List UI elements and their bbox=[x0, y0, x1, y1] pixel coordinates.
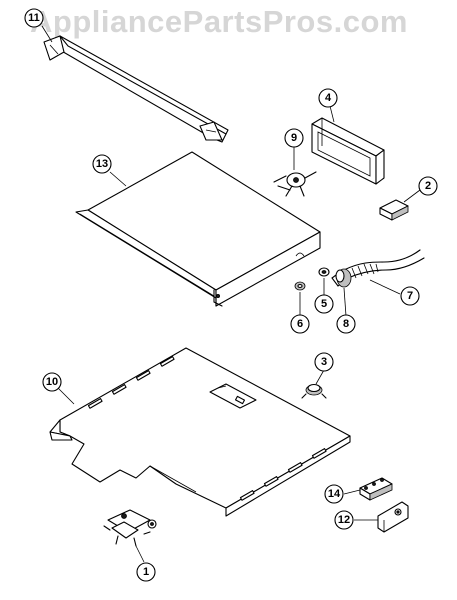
watermark-text: AppliancePartsPros.com bbox=[30, 4, 408, 39]
leader-lines bbox=[41, 25, 421, 563]
part-3-thermostat[interactable] bbox=[301, 383, 327, 399]
callout-10: 10 bbox=[42, 372, 62, 392]
part-2-clip[interactable] bbox=[379, 199, 409, 221]
svg-text:11: 11 bbox=[28, 12, 40, 24]
svg-text:12: 12 bbox=[338, 514, 350, 526]
callout-5: 5 bbox=[314, 294, 334, 314]
callout-13: 13 bbox=[92, 154, 112, 174]
svg-text:5: 5 bbox=[321, 298, 327, 310]
part-4-bezel-frame[interactable] bbox=[311, 117, 385, 185]
callout-6: 6 bbox=[290, 314, 310, 334]
callout-11: 11 bbox=[24, 8, 44, 28]
callout-3: 3 bbox=[314, 352, 334, 372]
svg-text:3: 3 bbox=[321, 356, 327, 368]
callout-14: 14 bbox=[324, 484, 344, 504]
svg-text:6: 6 bbox=[297, 318, 303, 330]
vent-slots-right bbox=[239, 448, 327, 501]
callout-1: 1 bbox=[136, 562, 156, 582]
callout-7: 7 bbox=[400, 286, 420, 306]
svg-text:8: 8 bbox=[343, 318, 349, 330]
part-5-nut[interactable] bbox=[318, 267, 330, 277]
part-12-mounting-bracket[interactable] bbox=[377, 501, 409, 533]
svg-text:10: 10 bbox=[46, 376, 58, 388]
svg-text:7: 7 bbox=[407, 290, 413, 302]
svg-text:9: 9 bbox=[291, 132, 297, 144]
svg-text:2: 2 bbox=[425, 180, 431, 192]
callout-9: 9 bbox=[284, 128, 304, 148]
svg-text:4: 4 bbox=[325, 92, 332, 104]
part-6-washer[interactable] bbox=[294, 281, 306, 291]
callout-12: 12 bbox=[334, 510, 354, 530]
vent-slots-left bbox=[87, 356, 175, 409]
part-8-connector[interactable] bbox=[335, 268, 352, 288]
svg-text:13: 13 bbox=[96, 158, 108, 170]
part-14-terminal-block[interactable] bbox=[359, 477, 393, 501]
part-1-valve-bracket[interactable] bbox=[103, 509, 157, 547]
part-10-base-plate[interactable] bbox=[49, 347, 351, 517]
part-13-cover-panel[interactable] bbox=[75, 151, 321, 307]
callout-8: 8 bbox=[336, 314, 356, 334]
part-11-trim-strip[interactable] bbox=[43, 35, 229, 143]
callout-2: 2 bbox=[418, 176, 438, 196]
callout-4: 4 bbox=[318, 88, 338, 108]
svg-text:14: 14 bbox=[328, 488, 341, 500]
svg-text:1: 1 bbox=[143, 566, 149, 578]
part-9-valve-assembly[interactable] bbox=[273, 171, 317, 197]
